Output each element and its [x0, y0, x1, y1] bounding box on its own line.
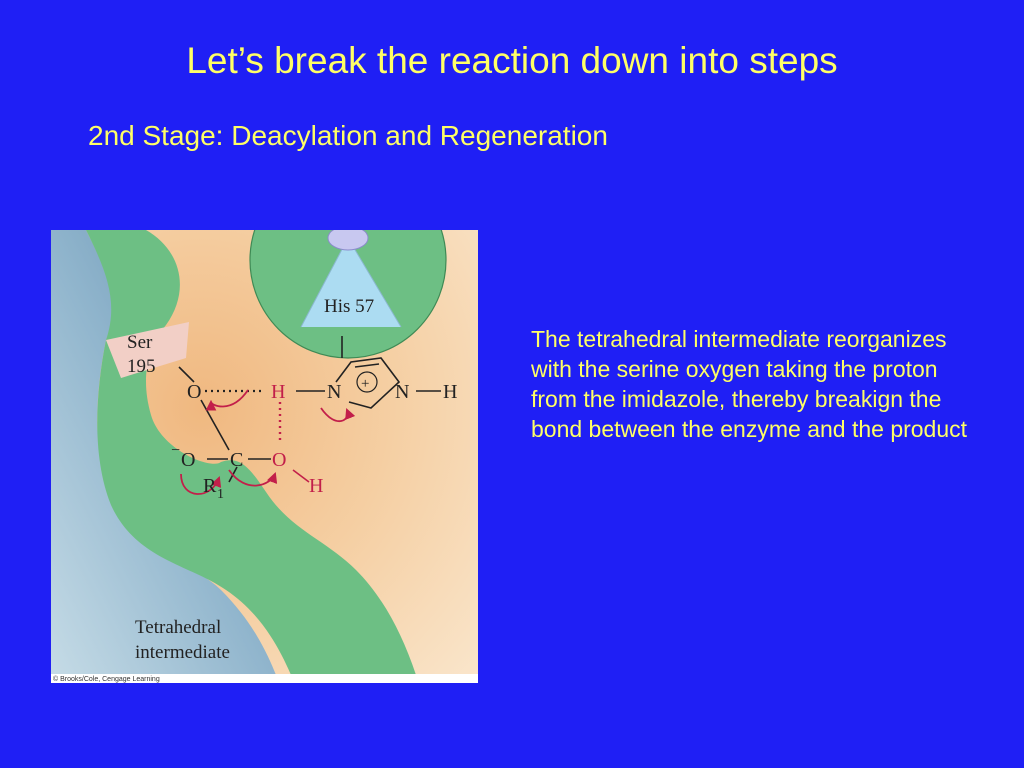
figure-caption-line2: intermediate — [135, 642, 230, 663]
atom-n-right: N — [395, 381, 409, 403]
atom-h-bottom: H — [309, 475, 323, 497]
arrow-h-to-o — [205, 389, 249, 411]
copyright: © Brooks/Cole, Cengage Learning — [53, 675, 160, 683]
arrow-c-o — [228, 469, 278, 487]
mechanism-figure: Ser 195 His 57 O H — [51, 230, 478, 683]
atom-n-left: N — [327, 381, 341, 403]
atom-r-subscript: 1 — [217, 487, 224, 502]
imidazole-ring — [335, 357, 401, 409]
slide-description: The tetrahedral intermediate reorganizes… — [531, 326, 968, 442]
his-cap — [327, 230, 369, 251]
ser-region — [106, 322, 189, 378]
figure-caption-line1: Tetrahedral — [135, 617, 221, 638]
arrow-n-bond — [320, 407, 356, 422]
slide-subtitle: 2nd Stage: Deacylation and Regeneration — [88, 120, 608, 151]
atom-o-minus: O — [181, 449, 195, 471]
atom-h-right: H — [443, 381, 457, 403]
solvent-region — [51, 230, 276, 675]
atom-plus: + — [361, 376, 369, 392]
atom-o-serine: O — [187, 381, 201, 403]
bond-o-h — [292, 469, 310, 483]
mechanism-diagram: Ser 195 His 57 O H — [51, 230, 478, 683]
positive-charge-circle — [356, 371, 378, 393]
atom-h-transfer: H — [271, 381, 285, 403]
atom-o-right: O — [272, 449, 286, 471]
his-wedge — [301, 238, 401, 327]
slide-title: Let’s break the reaction down into steps — [186, 40, 838, 81]
ser-label-name: Ser — [127, 332, 153, 353]
atom-minus: − — [171, 442, 180, 459]
atom-r: R — [203, 475, 217, 497]
his-label: His 57 — [324, 296, 374, 317]
ser-label-number: 195 — [127, 356, 156, 377]
arrow-o-minus — [180, 473, 222, 495]
atom-c-center: C — [230, 449, 243, 471]
